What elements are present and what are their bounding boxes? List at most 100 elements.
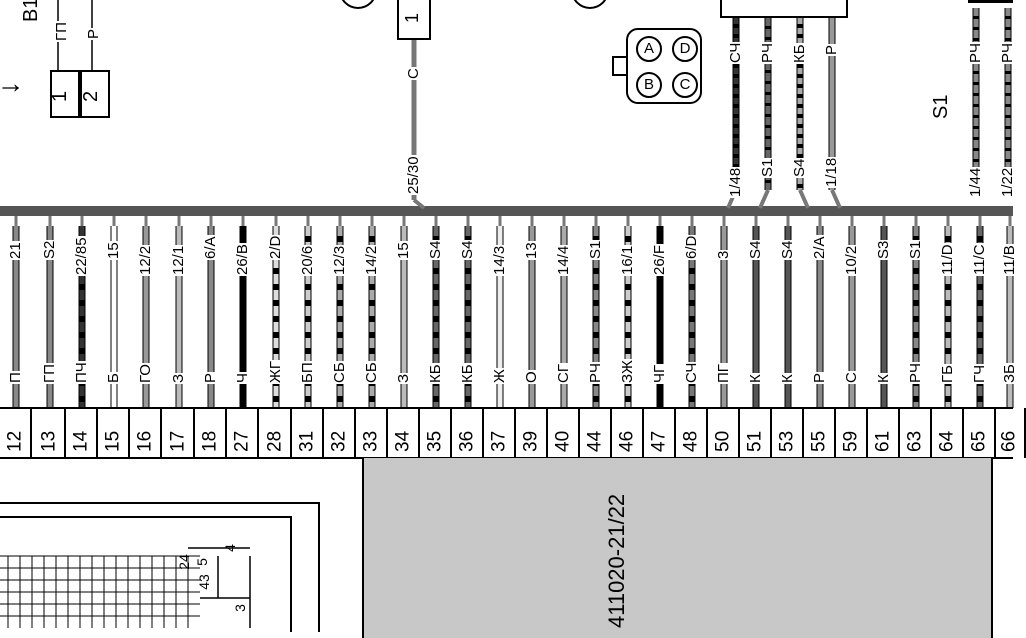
ecu-pin: 51 — [740, 408, 772, 458]
ecu-pin-number: 35 — [424, 430, 446, 452]
ecu-pin-number: 47 — [648, 430, 670, 452]
wire-top-label: 2/D — [267, 234, 284, 260]
ecu-pin-number: 50 — [712, 430, 734, 452]
ecu-pin: 16 — [130, 408, 162, 458]
plug-pin-c: C — [672, 72, 698, 98]
wire-top-label: 12/3 — [331, 244, 348, 276]
ecu-pin: 17 — [163, 408, 195, 458]
wire-color-label: ГБ — [939, 364, 956, 384]
ecu-pin: 61 — [868, 408, 900, 458]
wire-top-label: 11/С — [971, 243, 988, 276]
wire-color-label: КБ — [427, 363, 444, 384]
wire-color-label: СБ — [331, 361, 348, 384]
connector-pin-1 — [50, 70, 80, 118]
wire-color-label: З — [395, 372, 412, 384]
wire-color-label: ЗЖ — [619, 359, 636, 384]
wire-top-label: 16/1 — [619, 244, 636, 276]
ecu-pin: 63 — [900, 408, 932, 458]
ecu-pin: 35 — [420, 408, 452, 458]
ecu-pin: 33 — [356, 408, 388, 458]
connector-pin-2-number: 2 — [80, 90, 102, 102]
ecu-pin-number: 15 — [102, 430, 124, 452]
ecu-pin: 64 — [932, 408, 964, 458]
wire-top-label: 15 — [395, 241, 412, 260]
wire-s-label: С — [405, 67, 422, 80]
ecu-pin-number: 46 — [616, 430, 638, 452]
wire-top-label: 12/2 — [137, 244, 154, 276]
top-box — [397, 0, 431, 40]
wire-rch-right-label: РЧ — [967, 41, 984, 64]
ecu-pin-number: 64 — [936, 430, 958, 452]
wire-color-label: К — [747, 373, 764, 384]
b1-label: В1 — [20, 0, 42, 22]
ecu-pin-number: 33 — [360, 430, 382, 452]
right-wire-join-3 — [830, 189, 842, 209]
wire-color-label: З — [170, 372, 187, 384]
wire-rch-label: РЧ — [759, 41, 776, 64]
plug-pin-a: A — [636, 36, 662, 62]
s1-label: S1 — [930, 94, 952, 119]
ecu-pin-number: 12 — [4, 430, 26, 452]
wire-rch-number: S1 — [759, 157, 776, 178]
ecu-pin: 48 — [676, 408, 708, 458]
wire-top-label: S1 — [587, 239, 604, 260]
ecu-pin: 46 — [612, 408, 644, 458]
top-circle-left — [341, 0, 375, 9]
wire-r2-number: 1/18 — [823, 156, 840, 188]
connector-pin-1-number: 1 — [49, 90, 71, 102]
wire-color-label: Р — [202, 371, 219, 384]
wire-color-label: К — [779, 373, 796, 384]
wire-top-label: S4 — [459, 239, 476, 260]
ecu-pin-number: 28 — [264, 430, 286, 452]
connector-pin-2 — [80, 70, 110, 118]
relay-box-outer — [0, 502, 320, 632]
wire-top-label: 21 — [7, 241, 24, 260]
ecu-pin-number: 61 — [872, 430, 894, 452]
wire-top-label: S2 — [41, 239, 58, 260]
wire-color-label: С — [843, 371, 860, 384]
ecu-pin-number: 37 — [488, 430, 510, 452]
ecu-pin: 28 — [260, 408, 292, 458]
wire-color-label: Р — [811, 371, 828, 384]
ecu-pin-number: 34 — [392, 430, 414, 452]
wire-top-label: 6/D — [683, 234, 700, 260]
ecu-pin-number: 36 — [456, 430, 478, 452]
wire-color-label: ГЧ — [971, 363, 988, 384]
wire-color-label: ПГ — [715, 363, 732, 384]
wire-s-join — [412, 198, 426, 210]
ecu-pin: 44 — [580, 408, 612, 458]
ecu-pin-number: 66 — [998, 430, 1020, 452]
ecu-pin: 37 — [484, 408, 516, 458]
ecu-pin-number: 44 — [584, 430, 606, 452]
relay-box-inner — [0, 516, 292, 632]
plug-key — [612, 56, 628, 76]
ecu-pin: 34 — [388, 408, 420, 458]
bus-bar — [0, 206, 1013, 216]
ecu-pin-number: 31 — [296, 430, 318, 452]
ecu-pin: 36 — [452, 408, 484, 458]
wire-top-label: 14/4 — [555, 244, 572, 276]
ecu-pin-number: 27 — [231, 430, 253, 452]
wire-color-label: КБ — [459, 363, 476, 384]
wire-right2-number: 1/22 — [999, 166, 1016, 198]
wire-color-label: Ч — [234, 372, 251, 384]
plug-pin-d: D — [672, 36, 698, 62]
wire-color-label: ГО — [137, 363, 154, 384]
right-top-connector — [720, 0, 848, 18]
relay-number-5: 5 — [193, 558, 210, 566]
wire-r-top-label: Р — [85, 27, 102, 40]
wire-top-label: 14/3 — [491, 244, 508, 276]
right-wire-join-2 — [798, 189, 810, 209]
wire-color-label: СЧ — [683, 361, 700, 384]
wire-color-label: СГ — [555, 363, 572, 384]
ecu-pin: 15 — [98, 408, 130, 458]
wire-top-label: 3 — [715, 249, 732, 260]
ecu-pin-number: 63 — [904, 430, 926, 452]
relay-number-24: 24 — [175, 554, 192, 570]
wire-top-label: 26/В — [234, 243, 251, 276]
ecu-pin: 50 — [708, 408, 740, 458]
wire-color-label: ЧГ — [651, 363, 668, 384]
wire-top-label: S1 — [907, 239, 924, 260]
ecu-pin-number: 40 — [552, 430, 574, 452]
